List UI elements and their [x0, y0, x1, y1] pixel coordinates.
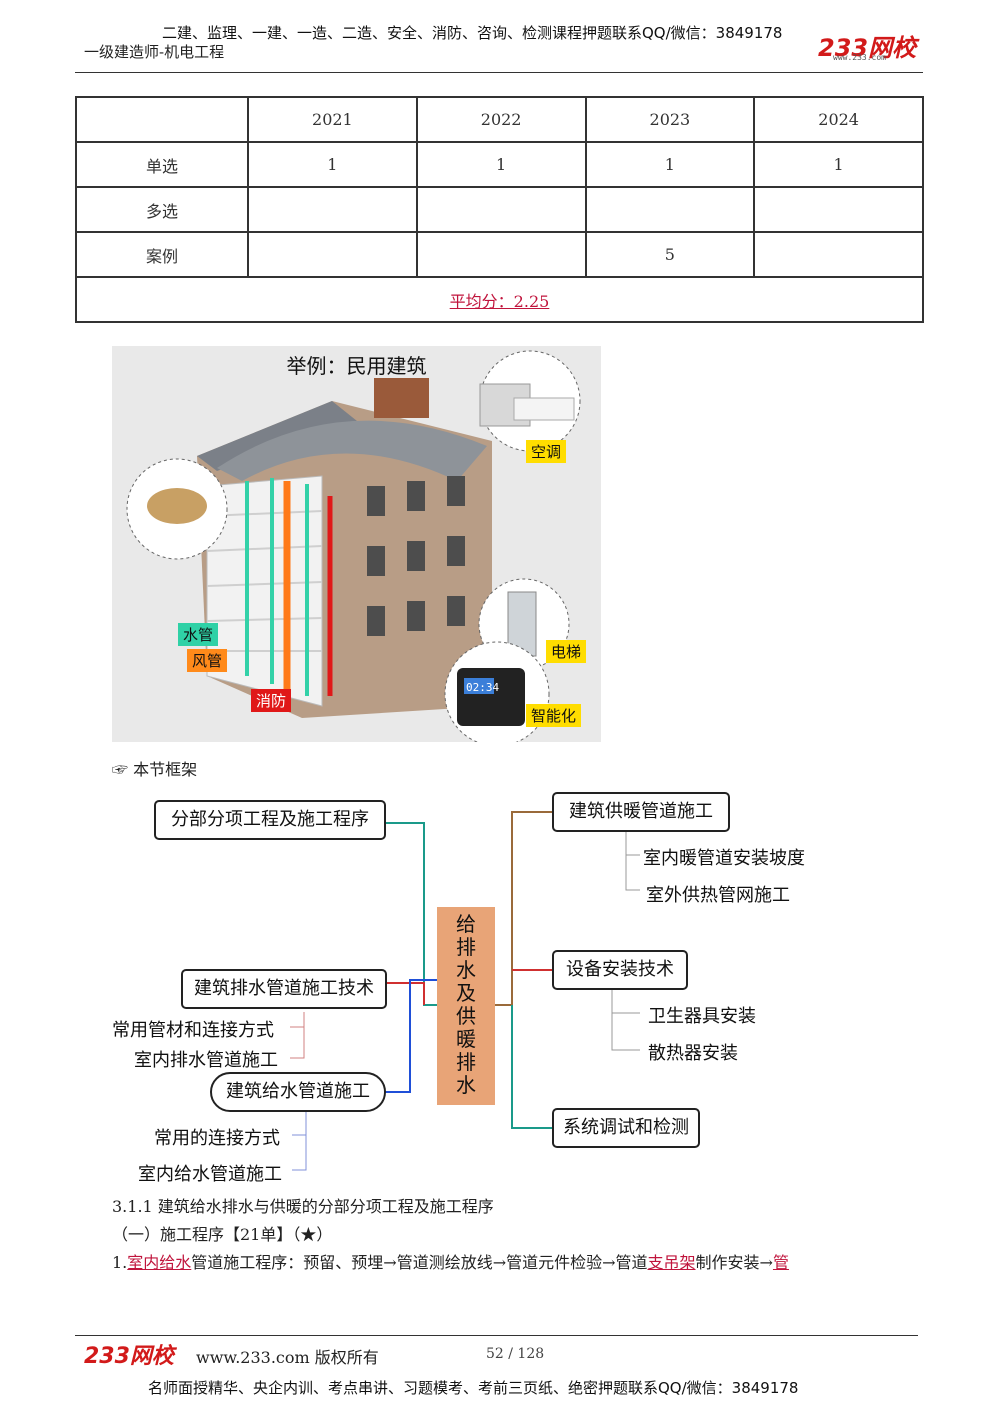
para-highlight-2: 支吊架 — [647, 1253, 696, 1272]
mm-leaf-equipment-1: 卫生器具安装 — [648, 1006, 756, 1027]
mm-leaf-heating-2: 室外供热管网施工 — [646, 885, 790, 906]
mm-leaf-heating-1: 室内暖管道安装坡度 — [643, 848, 805, 869]
table-cell: 1 — [415, 141, 587, 188]
footer-logo: 233网校 — [84, 1344, 174, 1369]
mm-node-water-supply: 建筑给水管道施工 — [210, 1072, 386, 1112]
header-logo: 233网校 — [818, 34, 917, 62]
table-header-cell: 2024 — [753, 96, 924, 143]
table-cell — [753, 186, 924, 233]
sub-heading: （一）施工程序【21单】（★） — [112, 1225, 333, 1244]
table-row: 多选 — [75, 186, 924, 233]
row-label: 单选 — [75, 141, 249, 188]
table-header-cell: 2022 — [415, 96, 587, 143]
building-drawing: 02:34 — [126, 350, 581, 742]
header-contact-line: 二建、监理、一建、一造、二造、安全、消防、咨询、检测课程押题联系QQ/微信：38… — [162, 24, 783, 42]
table-cell: 1 — [584, 141, 756, 188]
header-divider — [75, 72, 923, 73]
panel-time: 02:34 — [466, 681, 499, 694]
tag-fire: 消防 — [251, 689, 292, 712]
table-row: 单选 1 1 1 1 — [75, 141, 924, 188]
para-text-2: 制作安装→ — [695, 1253, 773, 1272]
table-row: 案例 5 — [75, 231, 924, 278]
table-cell: 1 — [753, 141, 924, 188]
tag-ac: 空调 — [526, 440, 567, 463]
table-header-row: 2021 2022 2023 2024 — [75, 96, 924, 143]
table-cell — [415, 186, 587, 233]
table-cell: 5 — [584, 231, 756, 278]
header-logo-url: www.233.com — [833, 53, 886, 62]
row-label: 多选 — [75, 186, 249, 233]
footer-divider — [75, 1335, 918, 1336]
table-cell: 1 — [247, 141, 418, 188]
table-cell — [584, 186, 756, 233]
mm-leaf-drainage-2: 室内排水管道施工 — [134, 1050, 278, 1071]
para-highlight-3: 管 — [772, 1253, 789, 1272]
center-label: 给排水及供暖排水 — [456, 912, 476, 1097]
building-illustration: 举例：民用建筑 — [112, 346, 601, 742]
illustration-title: 举例：民用建筑 — [286, 354, 427, 378]
mm-leaf-water-2: 室内给水管道施工 — [138, 1164, 282, 1185]
tag-smart: 智能化 — [526, 704, 582, 727]
building-roof — [217, 420, 487, 481]
average-score: 平均分：2.25 — [75, 276, 924, 323]
mm-leaf-water-1: 常用的连接方式 — [154, 1128, 280, 1149]
section-heading: 3.1.1 建筑给水排水与供暖的分部分项工程及施工程序 — [112, 1197, 494, 1216]
para-highlight-1: 室内给水 — [127, 1253, 192, 1272]
section-framework-label: ☞ 本节框架 — [112, 760, 198, 779]
mm-leaf-drainage-1: 常用管材和连接方式 — [112, 1020, 274, 1041]
mm-leaf-equipment-2: 散热器安装 — [648, 1043, 738, 1064]
body-paragraph: 1.室内给水管道施工程序：预留、预埋→管道测绘放线→管道元件检验→管道支吊架制作… — [112, 1249, 789, 1273]
table-cell — [75, 96, 249, 143]
table-cell — [247, 186, 418, 233]
table-cell — [415, 231, 587, 278]
mm-node-process: 分部分项工程及施工程序 — [154, 800, 386, 840]
footer-url: www.233.com 版权所有 — [196, 1348, 379, 1367]
mindmap-center: 给排水及供暖排水 — [437, 907, 495, 1105]
page-number: 52 / 128 — [486, 1346, 545, 1362]
table-header-cell: 2023 — [584, 96, 756, 143]
footer-contact-line: 名师面授精华、央企内训、考点串讲、习题模考、考前三页纸、绝密押题联系QQ/微信：… — [148, 1379, 799, 1397]
score-table: 2021 2022 2023 2024 单选 1 1 1 1 多选 案例 5 平… — [75, 96, 924, 323]
mm-node-heating: 建筑供暖管道施工 — [552, 792, 730, 832]
tag-air-duct: 风管 — [187, 649, 228, 672]
tag-elevator: 电梯 — [546, 640, 587, 663]
tag-water-pipe: 水管 — [178, 623, 219, 646]
chimney — [374, 378, 429, 418]
header-subtitle: 一级建造师-机电工程 — [84, 43, 225, 61]
para-prefix: 1. — [112, 1253, 128, 1272]
mm-node-drainage: 建筑排水管道施工技术 — [181, 969, 387, 1009]
mindmap-connectors — [290, 811, 640, 1171]
table-cell — [247, 231, 418, 278]
table-header-cell: 2021 — [247, 96, 418, 143]
table-average-row: 平均分：2.25 — [75, 276, 924, 323]
para-text-1: 管道施工程序：预留、预埋→管道测绘放线→管道元件检验→管道 — [191, 1253, 648, 1272]
row-label: 案例 — [75, 231, 249, 278]
table-cell — [753, 231, 924, 278]
mm-node-testing: 系统调试和检测 — [552, 1108, 700, 1148]
mm-node-equipment: 设备安装技术 — [552, 950, 688, 990]
smart-panel-device — [457, 668, 525, 726]
